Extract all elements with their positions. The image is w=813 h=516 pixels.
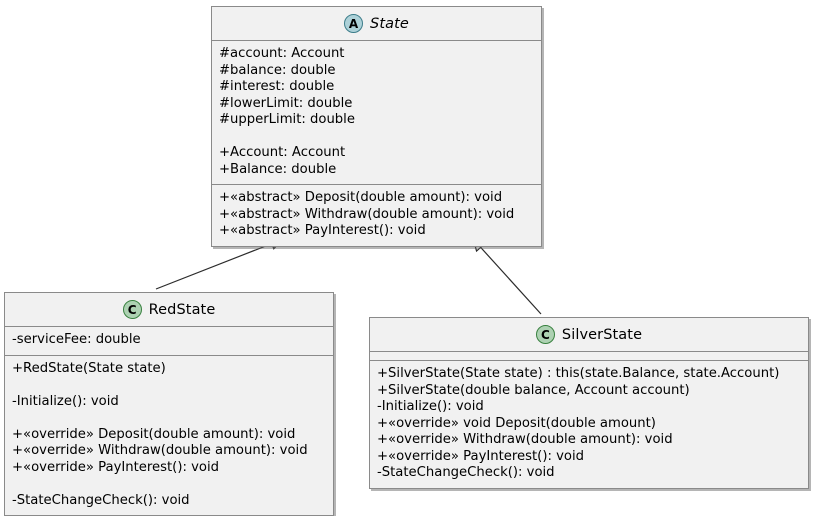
method-row: +«abstract» PayInterest(): void xyxy=(219,223,426,238)
method-row: +«override» Deposit(double amount): void xyxy=(12,426,296,442)
class-header-silverstate: C SilverState xyxy=(370,318,808,352)
method-row: +«override» Withdraw(double amount): voi… xyxy=(377,432,673,447)
concrete-class-icon: C xyxy=(535,325,555,344)
member-spacer xyxy=(219,129,534,146)
method-row: +SilverState(State state) : this(state.B… xyxy=(377,366,780,381)
generalization-silverstate-to-state xyxy=(474,240,542,315)
concrete-class-icon: C xyxy=(122,300,142,319)
attributes-compartment-silverstate xyxy=(370,352,808,361)
method-row: -StateChangeCheck(): void xyxy=(377,465,555,480)
method-row: -Initialize(): void xyxy=(12,393,119,409)
generalization-redstate-to-state xyxy=(155,240,281,290)
attributes-compartment-redstate: -serviceFee: double xyxy=(5,327,333,356)
abstract-class-icon: A xyxy=(344,14,364,33)
method-row: -StateChangeCheck(): void xyxy=(12,492,190,508)
uml-class-redstate[interactable]: C RedState -serviceFee: double +RedState… xyxy=(4,292,334,516)
method-row: +«abstract» Deposit(double amount): void xyxy=(219,190,503,205)
attribute-row: +Balance: double xyxy=(219,161,337,177)
method-row: +«override» PayInterest(): void xyxy=(377,448,585,464)
attribute-row: +Account: Account xyxy=(219,145,346,160)
attribute-row: #upperLimit: double xyxy=(219,112,355,127)
method-row: +«override» PayInterest(): void xyxy=(12,459,220,475)
class-name-silverstate: SilverState xyxy=(561,326,643,343)
method-row: +RedState(State state) xyxy=(12,360,166,376)
attribute-row: #balance: double xyxy=(219,62,336,78)
attributes-compartment-state: #account: Account #balance: double #inte… xyxy=(212,41,541,185)
attribute-row: #lowerLimit: double xyxy=(219,95,353,111)
uml-class-silverstate[interactable]: C SilverState +SilverState(State state) … xyxy=(369,317,809,489)
uml-class-state[interactable]: A State #account: Account #balance: doub… xyxy=(211,6,542,247)
class-header-redstate: C RedState xyxy=(5,293,333,327)
class-name-redstate: RedState xyxy=(148,301,216,318)
method-row: +SilverState(double balance, Account acc… xyxy=(377,382,690,398)
methods-compartment-redstate: +RedState(State state) -Initialize(): vo… xyxy=(5,356,333,516)
methods-compartment-silverstate: +SilverState(State state) : this(state.B… xyxy=(370,361,808,488)
class-name-state: State xyxy=(370,15,409,32)
class-header-state: A State xyxy=(212,7,541,41)
attribute-row: #interest: double xyxy=(219,79,335,94)
method-row: +«abstract» Withdraw(double amount): voi… xyxy=(219,206,515,222)
method-row: +«override» Withdraw(double amount): voi… xyxy=(12,443,308,458)
method-row: -Initialize(): void xyxy=(377,399,484,414)
attribute-row: #account: Account xyxy=(219,46,345,61)
member-spacer xyxy=(12,410,326,427)
methods-compartment-state: +«abstract» Deposit(double amount): void… xyxy=(212,185,541,246)
member-spacer xyxy=(12,377,326,394)
method-row: +«override» void Deposit(double amount) xyxy=(377,415,656,431)
member-spacer xyxy=(12,476,326,493)
attribute-row: -serviceFee: double xyxy=(12,332,141,347)
